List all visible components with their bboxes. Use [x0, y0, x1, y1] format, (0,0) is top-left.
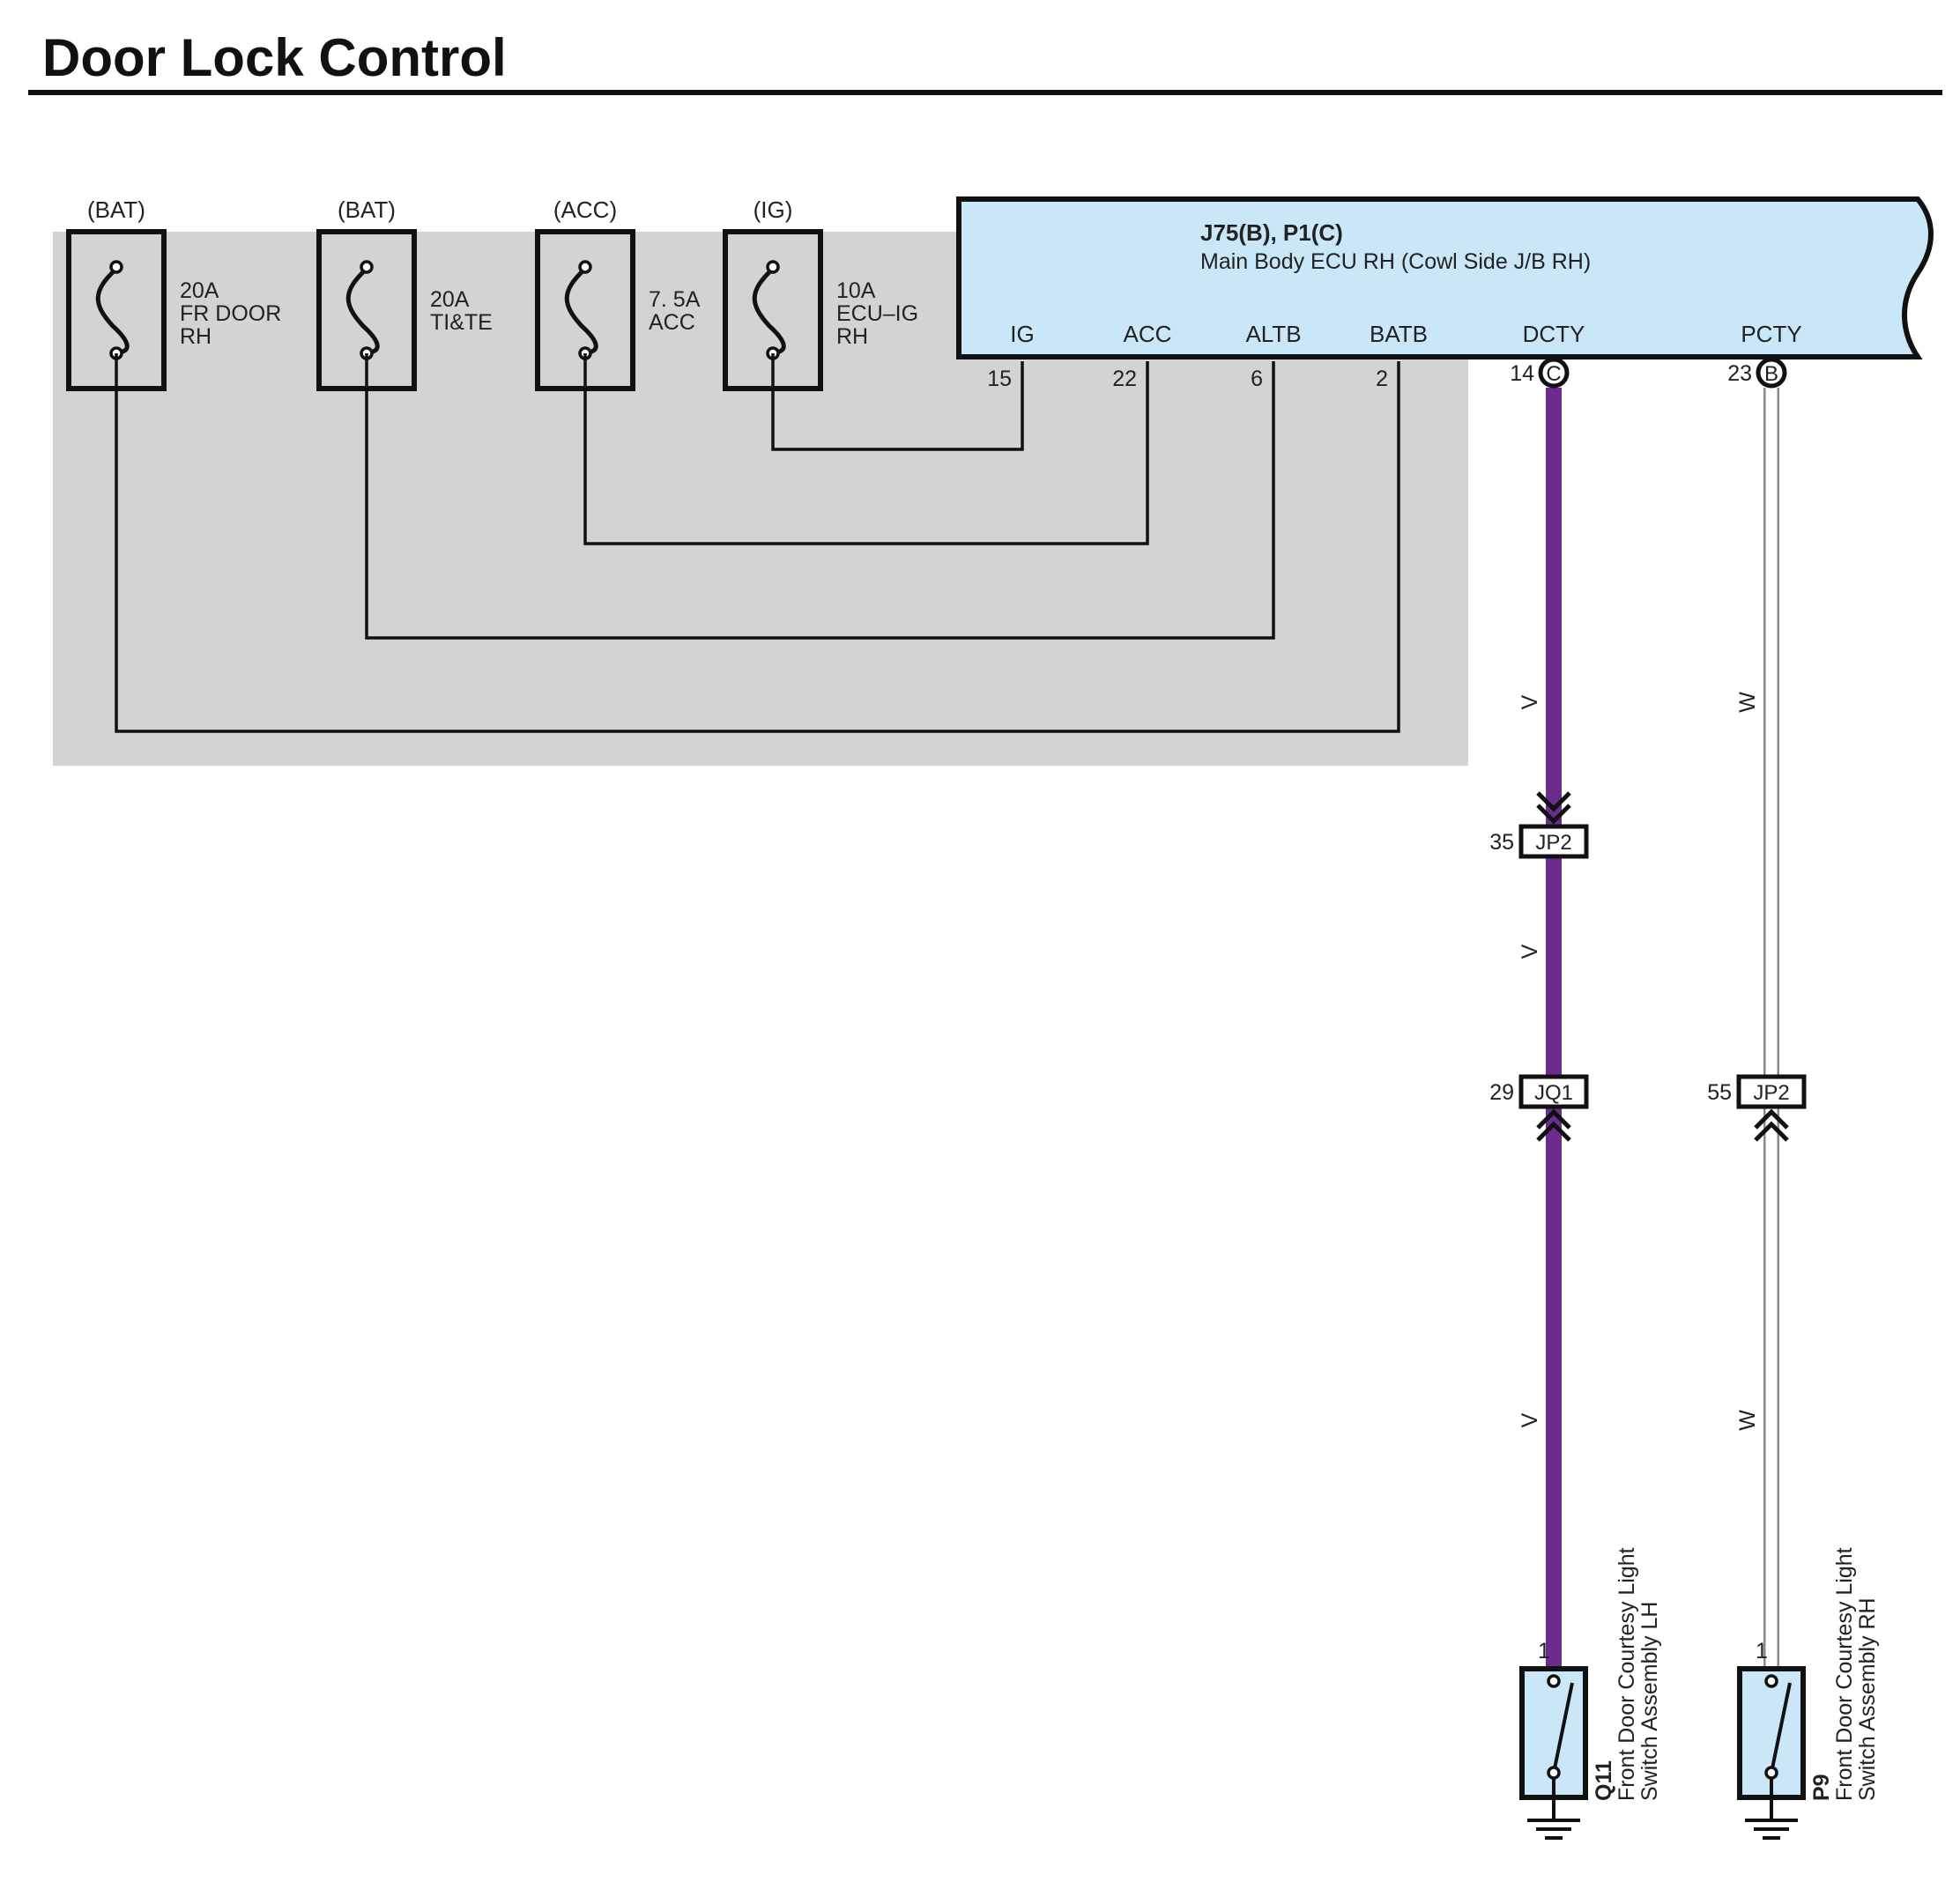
main-body-ecu: J75(B), P1(C) Main Body ECU RH (Cowl Sid…	[956, 196, 1934, 359]
pin-number: 55	[1707, 1080, 1732, 1105]
ecu-connector-label: J75(B), P1(C)	[1200, 219, 1343, 246]
switch-code: Q11	[1592, 1760, 1616, 1801]
wire-color-label: V	[1518, 694, 1542, 709]
switch-front-door-courtesy-lh: 1 Q11 Front Door Courtesy Light Switch A…	[1519, 1547, 1662, 1840]
ecu-terminal-acc: ACC	[1124, 321, 1172, 347]
ground-icon	[1745, 1819, 1798, 1840]
fuse-icon	[564, 267, 598, 355]
switch-contact-icon	[1552, 1682, 1574, 1774]
pin-number: 2	[1376, 367, 1388, 391]
pin-number: 14	[1510, 361, 1534, 386]
junction-wiring	[115, 353, 1400, 733]
connector-b-circle: B 23	[1727, 357, 1787, 389]
connector-label: JP2	[1535, 831, 1571, 855]
ground-icon	[1527, 1819, 1580, 1840]
fuse-name-line1: TI&TE	[430, 310, 493, 335]
pin-number: 22	[1112, 367, 1137, 391]
fuse-icon	[95, 267, 130, 355]
ecu-name: Main Body ECU RH (Cowl Side J/B RH)	[1200, 249, 1591, 274]
fuse-name-line1: FR DOOR	[180, 301, 281, 326]
page-title: Door Lock Control	[42, 28, 507, 87]
fuse-source-label: (BAT)	[338, 196, 396, 223]
switch-name-line1: Front Door Courtesy Light	[1615, 1547, 1639, 1801]
pin-number: 1	[1538, 1639, 1550, 1663]
connector-letter: C	[1546, 362, 1561, 386]
wire-color-label: W	[1735, 1410, 1760, 1431]
wire-color-label: W	[1735, 692, 1760, 713]
fuse-name-line1: ECU–IG	[836, 301, 918, 326]
connector-letter: B	[1764, 362, 1778, 386]
switch-contact-icon	[1770, 1682, 1792, 1774]
fuse-name-line1: ACC	[649, 310, 695, 335]
fuse-source-label: (IG)	[754, 196, 793, 223]
connector-label: JP2	[1753, 1081, 1789, 1105]
wire-color-label: V	[1518, 1412, 1542, 1427]
fuse-name-line2: RH	[180, 324, 212, 349]
pin-number: 29	[1489, 1080, 1514, 1105]
fuse-ecu-ig-rh: (IG) 10A ECU–IG RH	[723, 196, 918, 391]
connector-jp2-left: JP2 35	[1489, 791, 1589, 859]
pin-number: 6	[1251, 367, 1263, 391]
switch-front-door-courtesy-rh: 1 P9 Front Door Courtesy Light Switch As…	[1737, 1547, 1880, 1840]
connector-label: JQ1	[1534, 1081, 1573, 1105]
fuse-source-label: (ACC)	[553, 196, 617, 223]
switch-name-line2: Switch Assembly LH	[1637, 1602, 1662, 1801]
fuse-rating: 20A	[430, 287, 470, 312]
pin-number: 15	[987, 367, 1012, 391]
ecu-terminal-pcty: PCTY	[1741, 321, 1801, 347]
ecu-terminal-ig: IG	[1010, 321, 1034, 347]
fuse-source-label: (BAT)	[87, 196, 145, 223]
connector-jq1: JQ1 29	[1489, 1074, 1589, 1142]
fuse-rating: 20A	[180, 278, 219, 303]
connector-jp2-right: JP2 55	[1707, 1074, 1807, 1142]
connector-c-circle: C 14	[1510, 357, 1570, 389]
ecu-terminal-altb: ALTB	[1245, 321, 1301, 347]
pin-number: 23	[1727, 361, 1752, 386]
ecu-terminal-dcty: DCTY	[1523, 321, 1585, 347]
switch-name-line1: Front Door Courtesy Light	[1832, 1547, 1857, 1801]
fuse-rating: 10A	[836, 278, 876, 303]
ecu-terminal-batb: BATB	[1370, 321, 1428, 347]
switch-name-line2: Switch Assembly RH	[1855, 1597, 1880, 1801]
pin-number: 1	[1756, 1639, 1768, 1663]
fuse-rating: 7. 5A	[649, 287, 701, 312]
fuse-icon	[752, 267, 786, 355]
fuse-name-line2: RH	[836, 324, 868, 349]
wire-color-label: V	[1518, 944, 1542, 959]
fuse-icon	[345, 267, 380, 355]
switch-code: P9	[1809, 1774, 1834, 1801]
pin-number: 35	[1489, 830, 1514, 855]
